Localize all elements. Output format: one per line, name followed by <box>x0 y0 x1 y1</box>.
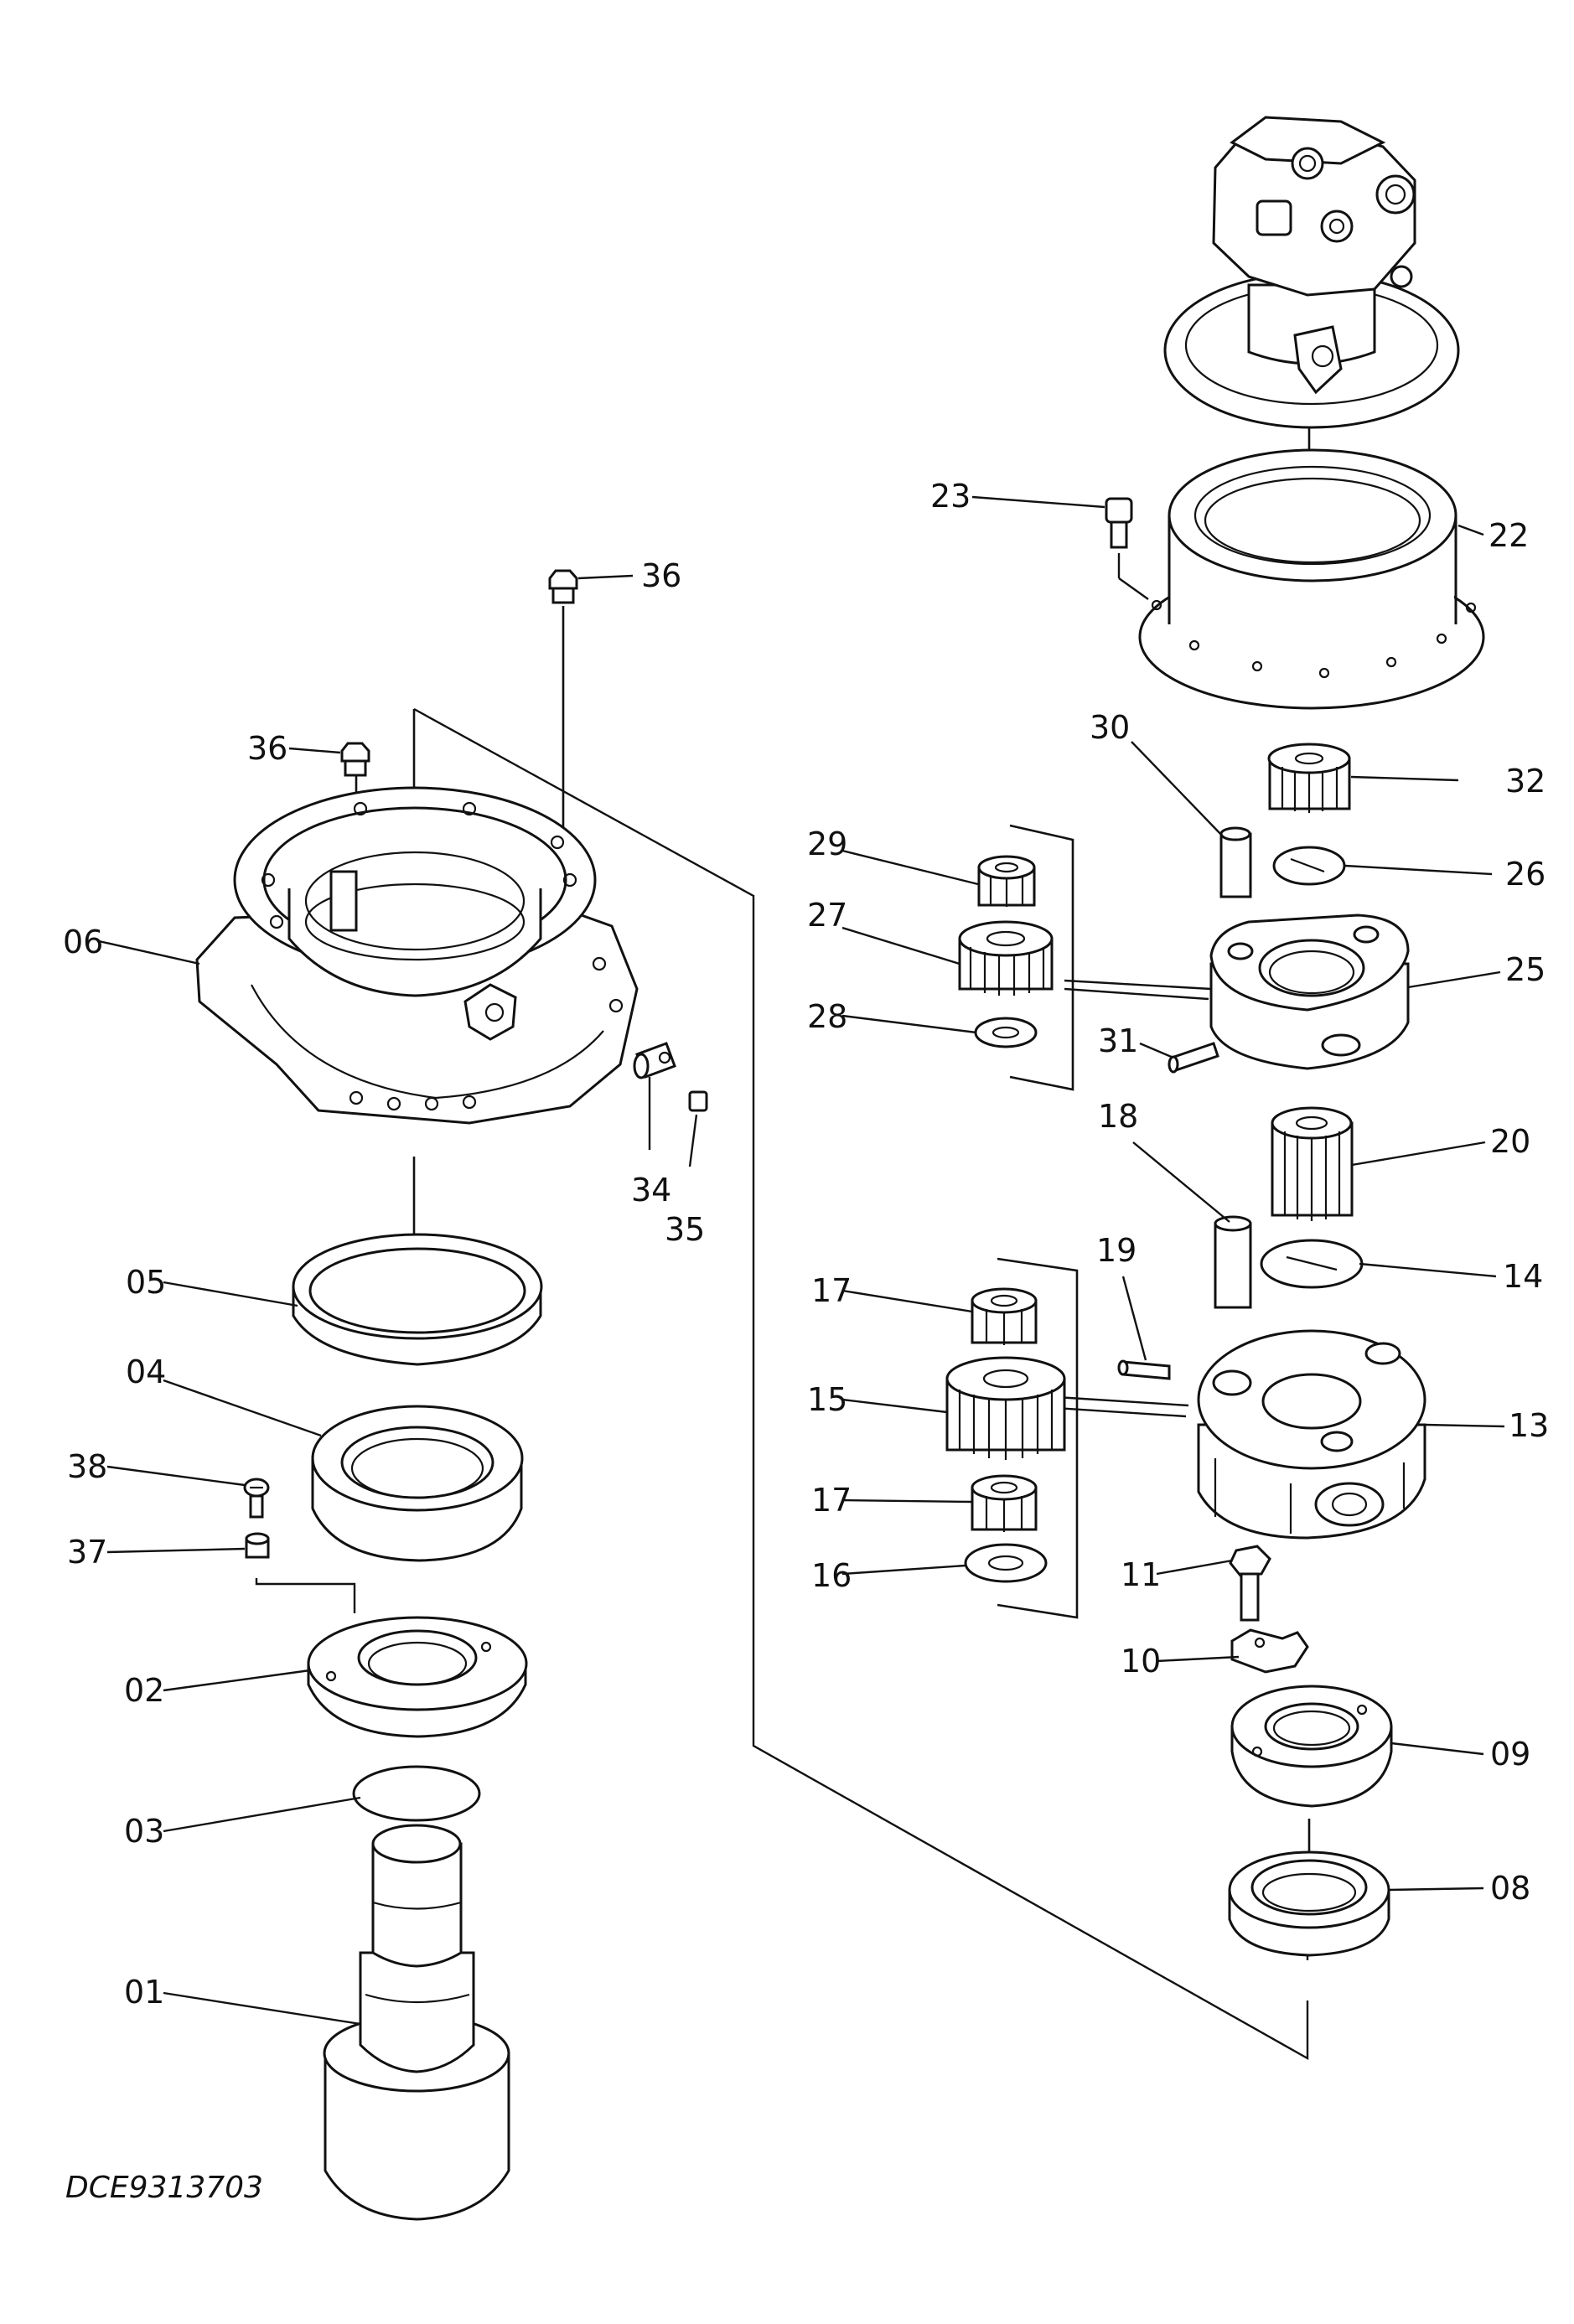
label-10: 10 <box>1121 1643 1161 1680</box>
sun-gear-2-icon <box>1267 743 1351 813</box>
label-28: 28 <box>807 998 847 1035</box>
roller-bearing-icon <box>311 1405 524 1562</box>
label-06: 06 <box>63 924 103 960</box>
label-27: 27 <box>807 897 847 934</box>
label-03: 03 <box>124 1813 164 1850</box>
bearing-retainer-icon <box>307 1616 528 1738</box>
thrust-plate-icon <box>1272 846 1346 886</box>
label-02: 02 <box>124 1672 164 1709</box>
label-26: 26 <box>1505 856 1546 893</box>
pinion-shaft-icon <box>323 1824 510 2221</box>
label-15: 15 <box>807 1381 847 1418</box>
label-37: 37 <box>67 1534 107 1571</box>
ring-nut-icon <box>1230 1685 1393 1808</box>
oil-seal-icon <box>292 1233 543 1366</box>
label-17-upper: 17 <box>811 1272 852 1309</box>
carrier-2-icon <box>1209 914 1410 1070</box>
label-01: 01 <box>124 1974 164 2011</box>
housing-icon <box>195 786 639 1125</box>
thrust-plate-icon <box>1260 1239 1364 1289</box>
label-30: 30 <box>1090 709 1130 746</box>
label-31: 31 <box>1098 1022 1138 1059</box>
planet-gear-1-icon <box>945 1356 1066 1460</box>
label-23: 23 <box>930 478 971 515</box>
sun-gear-1-icon <box>1271 1106 1354 1221</box>
label-14: 14 <box>1503 1258 1543 1295</box>
label-22: 22 <box>1489 517 1529 554</box>
label-08: 08 <box>1490 1870 1530 1907</box>
planet-gear-2-bracket <box>1009 824 1212 1091</box>
pin-icon <box>1214 1215 1252 1309</box>
needle-bearing-icon <box>977 855 1036 907</box>
label-13: 13 <box>1509 1407 1549 1444</box>
drawing-code: DCE9313703 <box>65 2171 263 2205</box>
plug-icon <box>548 569 578 604</box>
part-labels: 01 02 03 04 05 06 08 09 10 11 13 14 15 1… <box>63 478 1549 2011</box>
label-16: 16 <box>811 1557 852 1594</box>
label-20: 20 <box>1490 1123 1530 1160</box>
socket-bolt-icon <box>1105 497 1149 600</box>
spring-pin-icon <box>1168 1042 1219 1074</box>
planet-gear-2-icon <box>958 920 1054 996</box>
carrier-1-icon <box>1197 1329 1426 1540</box>
label-09: 09 <box>1490 1736 1530 1773</box>
plug-icon <box>340 742 370 777</box>
pin-icon <box>1219 826 1252 898</box>
lock-plate-icon <box>1230 1628 1309 1674</box>
ring-gear-icon <box>1138 448 1485 710</box>
label-25: 25 <box>1505 951 1546 988</box>
label-34: 34 <box>631 1172 671 1209</box>
needle-bearing-icon <box>971 1474 1038 1532</box>
thrust-plate-icon <box>352 1765 481 1822</box>
leader-lines <box>98 495 1505 2026</box>
label-19: 19 <box>1096 1232 1136 1269</box>
plug-icon <box>688 1090 708 1112</box>
thrust-washer-icon <box>974 1017 1038 1048</box>
thrust-ring-icon <box>1228 1850 1390 1957</box>
label-36-left: 36 <box>247 730 287 767</box>
washer-icon <box>245 1532 270 1559</box>
bolt-icon <box>1229 1545 1271 1622</box>
elbow-fitting-icon <box>633 1042 676 1079</box>
spring-pin-icon <box>1117 1359 1171 1380</box>
label-32: 32 <box>1505 763 1546 800</box>
screw-icon <box>243 1478 270 1519</box>
label-17-lower: 17 <box>811 1482 852 1519</box>
needle-bearing-icon <box>971 1287 1038 1345</box>
label-29: 29 <box>807 826 847 862</box>
label-35: 35 <box>665 1211 705 1248</box>
label-38: 38 <box>67 1448 107 1485</box>
label-18: 18 <box>1098 1098 1138 1135</box>
planet-gear-1-bracket <box>997 1257 1189 1619</box>
label-04: 04 <box>126 1354 166 1390</box>
label-36-top: 36 <box>641 557 681 594</box>
label-05: 05 <box>126 1264 166 1301</box>
thrust-washer-icon <box>964 1543 1048 1583</box>
label-11: 11 <box>1121 1556 1161 1593</box>
swing-motor-icon <box>1163 116 1460 429</box>
